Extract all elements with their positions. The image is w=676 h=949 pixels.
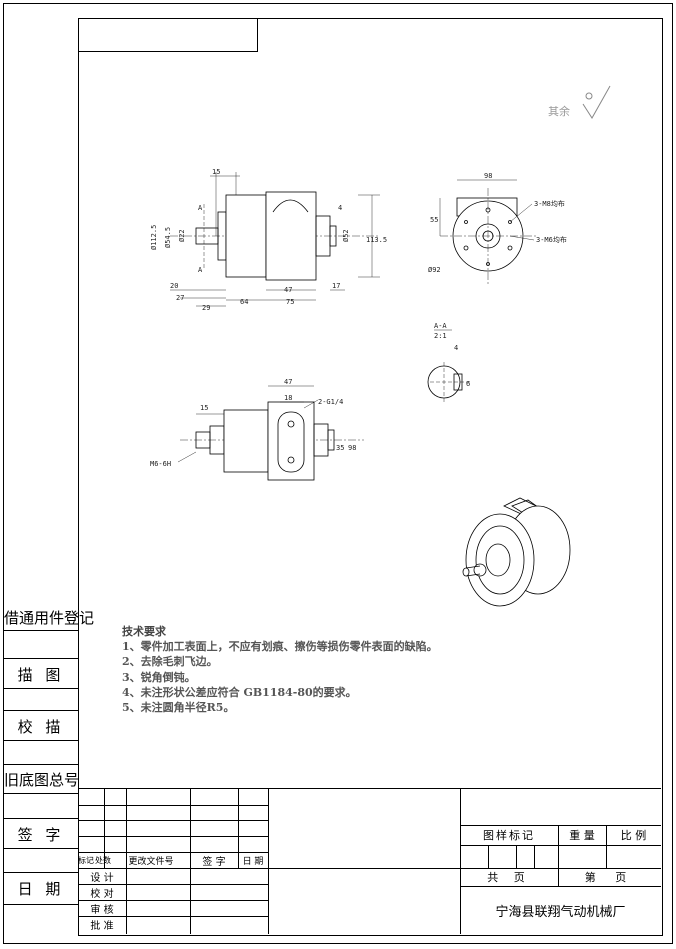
svg-text:47: 47 [284,378,292,386]
rev-header-doc: 更改文件号 [128,856,174,867]
role-design: 设 计 [90,872,114,884]
sidebar-borrow-register: 借通用件登记 [4,608,95,627]
note-item: 3、锐角倒钝。 [122,670,196,684]
svg-text:Ø54.5: Ø54.5 [164,227,172,248]
svg-text:113.5: 113.5 [366,236,387,244]
svg-text:4: 4 [338,204,342,212]
svg-text:3-M8均布: 3-M8均布 [534,199,565,208]
sheet-number-label: 第 页 [584,871,635,884]
svg-text:18: 18 [284,394,292,402]
rev-header-mark: 标记 [78,855,94,865]
svg-text:2:1: 2:1 [434,332,447,340]
company-name: 宁海县联翔气动机械厂 [495,904,626,920]
svg-text:A-A: A-A [434,322,447,330]
svg-text:M6-6H: M6-6H [150,460,171,468]
role-check: 校 对 [90,888,114,900]
total-sheets-label: 共 页 [487,871,531,884]
svg-text:Ø112.5: Ø112.5 [150,225,158,250]
rev-header-sign: 签 字 [202,856,226,868]
role-review: 审 核 [90,904,114,916]
svg-text:3-M6均布: 3-M6均布 [536,235,567,244]
drawing-code-box [78,18,258,52]
sidebar-old-drawing-no: 旧底图总号 [4,770,80,789]
svg-text:35: 35 [336,444,344,452]
svg-text:17: 17 [332,282,340,290]
sample-mark-label: 图样标记 [483,829,535,842]
svg-text:2-G1/4: 2-G1/4 [318,398,343,406]
svg-text:75: 75 [286,298,294,306]
svg-text:27: 27 [176,294,184,302]
section-view [427,329,470,402]
roughness-label: 其余 [548,104,570,118]
svg-text:Ø92: Ø92 [428,266,441,274]
side-view [170,172,380,307]
weight-label: 重 量 [569,829,595,842]
svg-text:29: 29 [202,304,210,312]
front-view [439,179,536,284]
svg-text:15: 15 [212,168,220,176]
svg-text:A: A [198,204,203,212]
technical-requirements: 技术要求 1、零件加工表面上，不应有划痕、擦伤等损伤零件表面的缺陷。 2、去除毛… [122,624,438,715]
sheet-frame [3,3,673,944]
drawing-border [78,18,663,936]
notes-title: 技术要求 [122,625,166,638]
svg-text:98: 98 [484,172,492,180]
title-block [78,788,661,935]
roughness-symbol-icon [582,85,611,119]
svg-text:A: A [198,266,203,274]
scale-label: 比 例 [620,829,647,842]
rev-header-count: 处数 [95,855,111,865]
top-view [177,385,364,481]
sidebar-signature: 签 字 [17,825,65,844]
svg-text:Ø22: Ø22 [178,229,186,242]
role-approve: 批 准 [90,920,114,932]
svg-text:4: 4 [454,344,458,352]
sidebar-check-trace: 校 描 [17,717,65,736]
svg-text:47: 47 [284,286,292,294]
note-item: 5、未注圆角半径R5。 [122,701,235,715]
rev-header-date: 日 期 [242,856,264,867]
technical-drawing: 其余 15 A A Ø112.5 Ø54.5 Ø22 4 Ø52 [150,85,611,607]
note-item: 2、去除毛刺飞边。 [122,655,218,669]
svg-text:55: 55 [430,216,438,224]
svg-text:20: 20 [170,282,178,290]
note-item: 1、零件加工表面上，不应有划痕、擦伤等损伤零件表面的缺陷。 [122,640,438,654]
isometric-view [462,497,571,607]
svg-text:98: 98 [348,444,356,452]
sidebar-date: 日 期 [17,879,65,898]
note-item: 4、未注形状公差应符合 GB1184-80的要求。 [122,685,357,699]
svg-text:Ø52: Ø52 [342,229,350,242]
svg-text:64: 64 [240,298,248,306]
svg-text:6: 6 [466,380,470,388]
svg-text:15: 15 [200,404,208,412]
sidebar-trace: 描 图 [17,665,65,684]
